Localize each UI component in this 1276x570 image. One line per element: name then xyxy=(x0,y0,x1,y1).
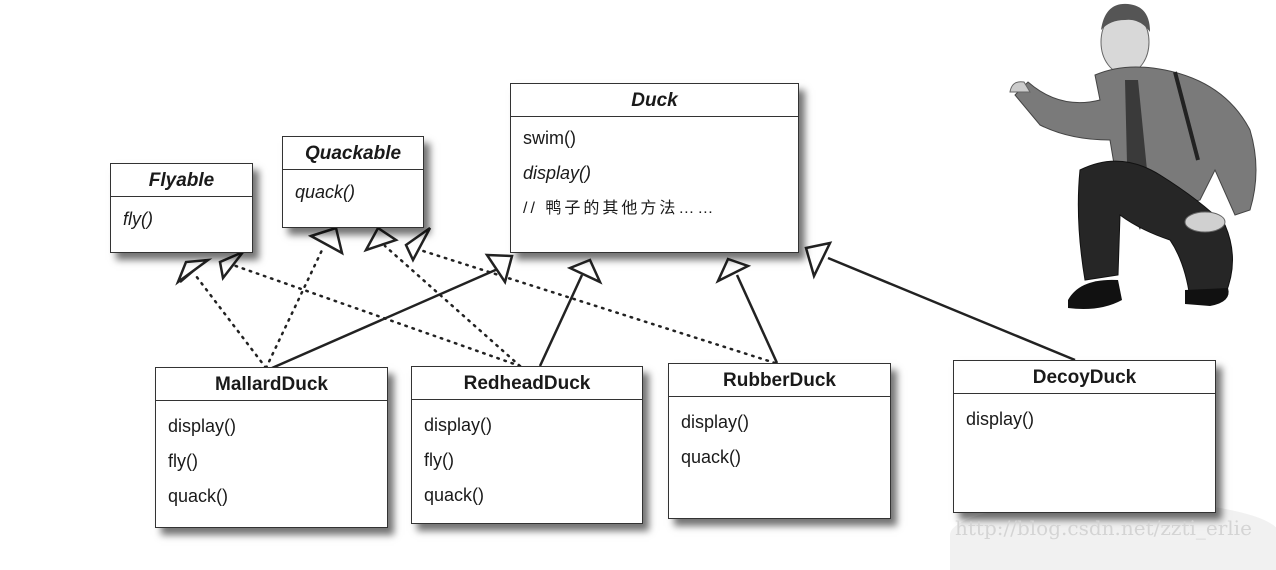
class-name: Flyable xyxy=(111,164,252,197)
arrowhead-duck-rubber xyxy=(715,257,752,284)
uml-class-redhead-duck: RedheadDuck display() fly() quack() xyxy=(411,366,643,524)
realization-mallard-quackable xyxy=(264,246,325,370)
suspenders xyxy=(1173,71,1200,161)
method: swim() xyxy=(523,128,576,148)
realization-mallard-flyable xyxy=(194,274,268,370)
arrowhead-flyable-2 xyxy=(218,250,244,281)
method: fly() xyxy=(168,451,198,471)
relation-lines xyxy=(175,226,1076,370)
presenter-illustration xyxy=(1009,3,1257,309)
watermark-text: http://blog.csdn.net/zzti_erlie xyxy=(955,516,1252,540)
method: display() xyxy=(523,163,592,183)
uml-interface-quackable: Quackable quack() xyxy=(282,136,424,228)
arrowhead-duck-redhead xyxy=(566,258,603,285)
arrowhead-duck-mallard xyxy=(484,253,514,285)
inheritance-rubber-duck xyxy=(735,274,779,364)
uml-class-decoy-duck: DecoyDuck display() xyxy=(953,360,1216,513)
arrowhead-flyable-1b xyxy=(175,258,213,286)
realization-rubber-quackable xyxy=(418,248,777,365)
realization-redhead-flyable xyxy=(231,263,522,368)
inheritance-mallard-duck xyxy=(271,266,501,370)
arrowhead-quackable-3 xyxy=(404,226,432,263)
arrowhead-quackable-1 xyxy=(307,226,344,256)
class-name: RedheadDuck xyxy=(412,367,642,400)
uml-class-duck: Duck swim() display() // 鸭子的其他方法…… xyxy=(510,83,799,253)
inheritance-redhead-duck xyxy=(538,274,584,367)
hair xyxy=(1101,3,1150,32)
class-name: DecoyDuck xyxy=(954,361,1215,394)
shoe-left xyxy=(1068,279,1122,309)
class-name: Duck xyxy=(511,84,798,117)
method: fly() xyxy=(424,450,454,470)
shoe-right xyxy=(1185,288,1229,306)
arrowhead-duck-decoy xyxy=(804,241,833,280)
uml-class-rubber-duck: RubberDuck display() quack() xyxy=(668,363,891,519)
uml-class-mallard-duck: MallardDuck display() fly() quack() xyxy=(155,367,388,528)
hand xyxy=(1009,81,1031,93)
uml-interface-flyable: Flyable fly() xyxy=(110,163,253,253)
arrowhead-quackable-2 xyxy=(363,226,399,253)
class-name: RubberDuck xyxy=(669,364,890,397)
hand-on-knee xyxy=(1184,211,1226,233)
class-name: Quackable xyxy=(283,137,423,170)
method: display() xyxy=(168,416,237,436)
method: quack() xyxy=(424,485,485,505)
method: quack() xyxy=(681,447,742,467)
method: quack() xyxy=(168,486,229,506)
method: display() xyxy=(966,409,1035,429)
method: fly() xyxy=(123,209,153,229)
method: display() xyxy=(681,412,750,432)
method: display() xyxy=(424,415,493,435)
method: quack() xyxy=(295,182,356,202)
inheritance-decoy-duck xyxy=(827,256,1076,362)
realization-redhead-quackable xyxy=(383,244,522,368)
method-comment: // 鸭子的其他方法…… xyxy=(523,200,717,217)
class-name: MallardDuck xyxy=(156,368,387,401)
